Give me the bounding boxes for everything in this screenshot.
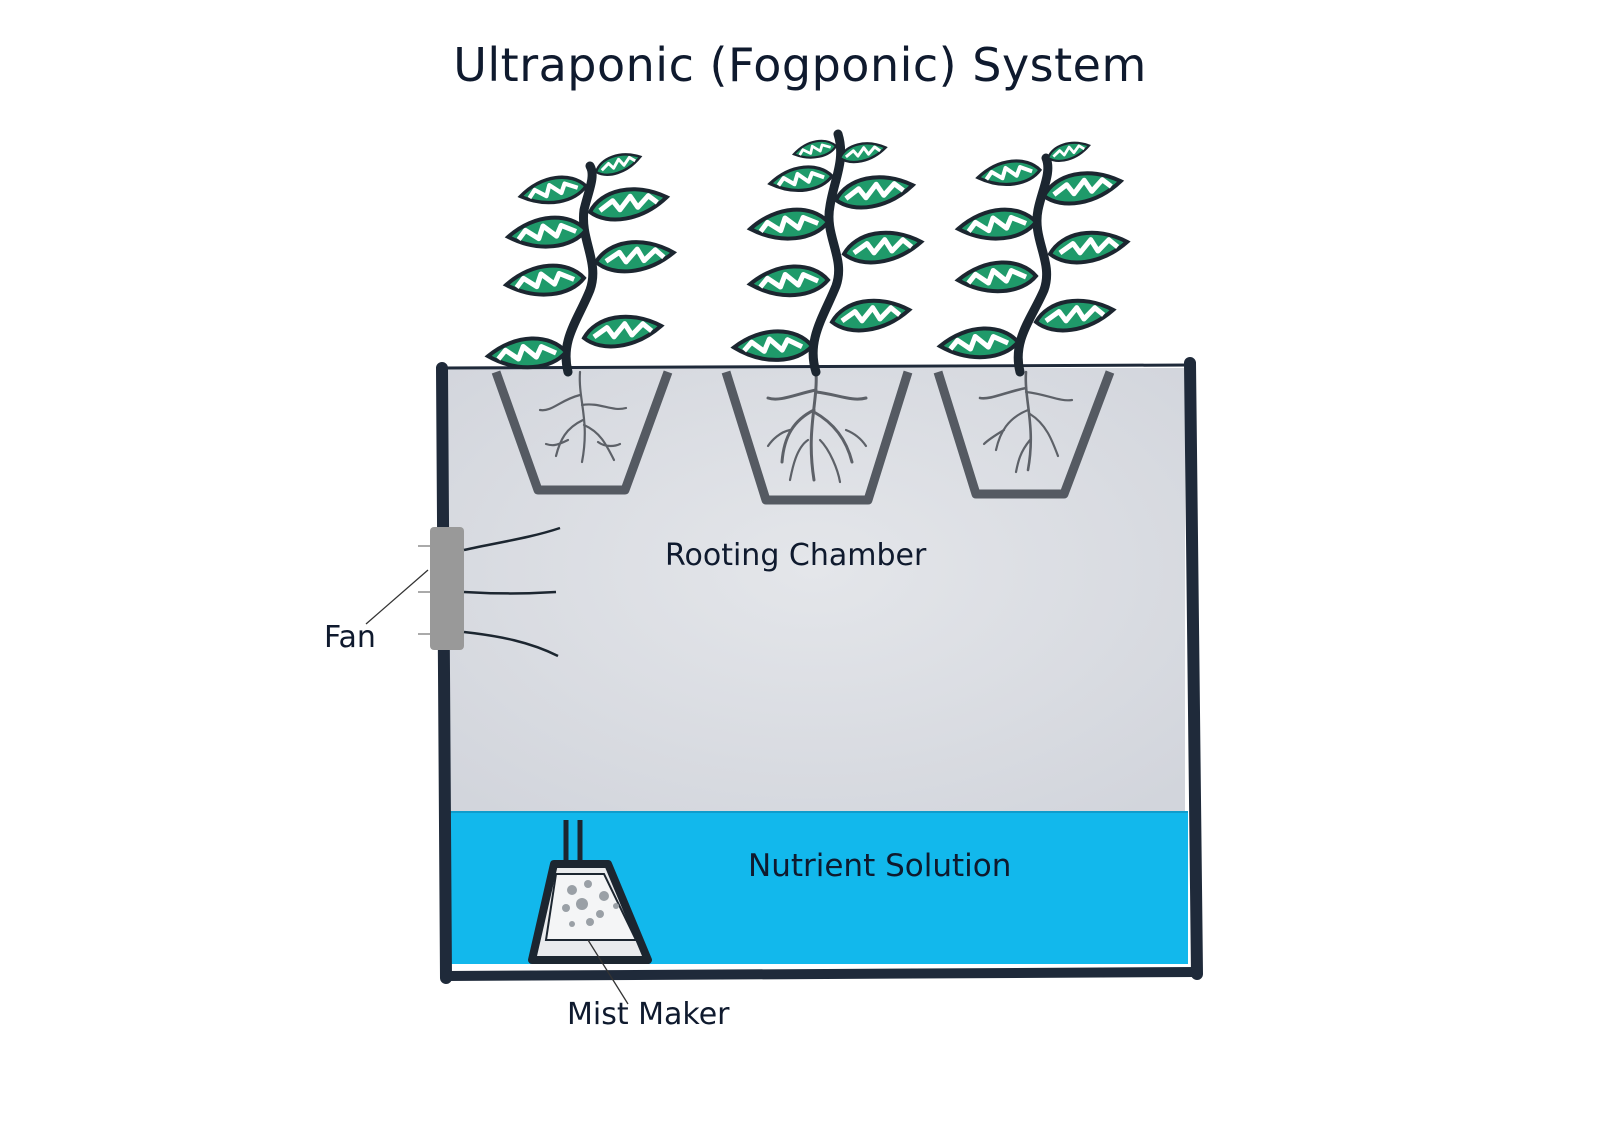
tank-outline <box>436 357 1203 984</box>
plant-icon <box>939 137 1129 377</box>
fan-leader-line <box>365 569 429 625</box>
plant-icon <box>487 147 675 377</box>
mist-maker-leader-line <box>587 939 629 1005</box>
net-pot-icon <box>491 370 1115 505</box>
fan-label: Fan <box>324 620 376 655</box>
diagram-title: Ultraponic (Fogponic) System <box>453 38 1147 92</box>
rooting-chamber <box>442 368 1185 812</box>
mist-maker-label: Mist Maker <box>567 997 730 1032</box>
mist-maker-icon <box>528 820 652 964</box>
rooting-chamber-label: Rooting Chamber <box>665 538 927 573</box>
plant-icon <box>733 129 923 377</box>
fan-icon <box>418 526 561 658</box>
nutrient-solution-label: Nutrient Solution <box>748 848 1012 884</box>
roots-icon <box>538 370 1074 484</box>
